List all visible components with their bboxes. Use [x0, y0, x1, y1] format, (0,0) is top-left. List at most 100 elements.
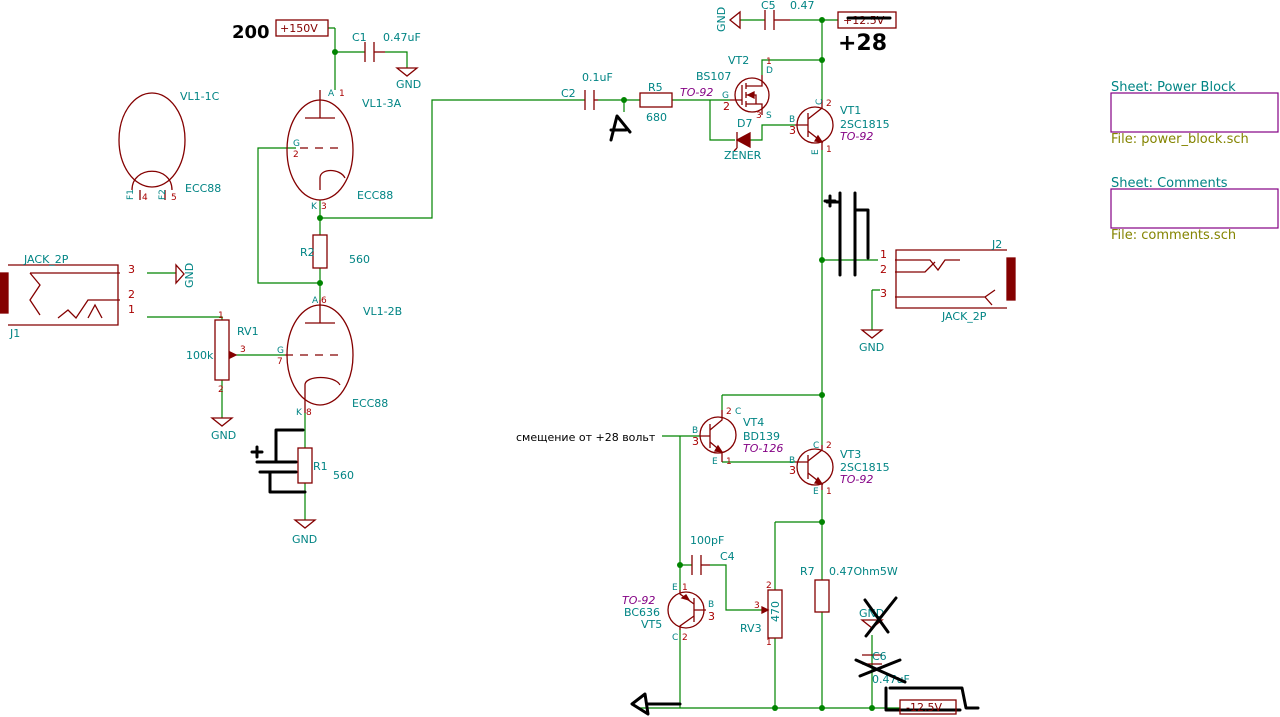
r5-value: 680	[646, 111, 667, 124]
d7-value: ZENER	[724, 149, 762, 162]
zener-d7[interactable]: D7 ZENER	[724, 117, 762, 162]
rv1-pin2: 2	[218, 385, 224, 395]
potentiometer-rv1[interactable]: RV1 100k 1 2 3	[186, 311, 259, 395]
vt5-package: TO-92	[622, 594, 655, 607]
vt1-value: 2SC1815	[840, 118, 890, 131]
capacitor-c5[interactable]: C5 0.47	[761, 0, 815, 30]
c4-ref: C4	[720, 550, 735, 563]
vl1-2b-pin6: 6	[321, 296, 327, 306]
rv1-pin3: 3	[240, 345, 246, 355]
c5-value: 0.47	[790, 0, 815, 12]
c1-ref: C1	[352, 31, 367, 44]
capacitor-c2[interactable]: C2 0.1uF	[561, 71, 613, 110]
r1-gnd-label: GND	[292, 533, 317, 546]
rv1-gnd-label: GND	[211, 429, 236, 442]
vl1-3a-tube[interactable]: VL1-3A ECC88 A 1 G 2 K 3	[286, 89, 402, 212]
transistor-vt5[interactable]: TO-92 BC636 VT5 B 3 E 1 C 2	[622, 583, 715, 643]
c4-value: 100pF	[690, 534, 724, 547]
resistor-r5[interactable]: R5 680	[639, 81, 673, 124]
vl1-2b-value: ECC88	[352, 397, 388, 410]
vl1-1c-pin4: 4	[142, 193, 148, 203]
vt4-b-pin: B	[692, 426, 698, 436]
vl1-2b-ref: VL1-2B	[363, 305, 402, 318]
vt1-b-pin: B	[789, 115, 795, 125]
handwritten-28: +28	[838, 31, 887, 56]
r1-value: 560	[333, 469, 354, 482]
vt1-pin2: 2	[826, 99, 832, 109]
vt5-ref: VT5	[641, 618, 662, 631]
j2-gnd-label: GND	[859, 341, 884, 354]
vt4-ref: VT4	[743, 416, 764, 429]
c6-value: 0.47uF	[872, 673, 910, 686]
rv3-ref: RV3	[740, 622, 762, 635]
transistor-vt3[interactable]: VT3 2SC1815 TO-92 B 3 C 2 E 1	[789, 441, 890, 497]
vt4-package: TO-126	[743, 442, 783, 455]
potentiometer-rv3[interactable]: RV3 470 2 1 3	[740, 581, 783, 648]
vt1-c-pin: C	[815, 99, 825, 105]
resistor-r1[interactable]: R1 560	[297, 447, 354, 484]
hand-drawn-capacitor	[250, 428, 307, 494]
power-flag-neg-12-5v[interactable]: -12.5V	[899, 699, 957, 715]
vl1-2b-pin8: 8	[306, 408, 312, 418]
c6-ref: C6	[872, 650, 887, 663]
resistor-r2[interactable]: R2 560	[300, 234, 370, 269]
j1-ref: J1	[9, 327, 20, 340]
vt4-value: BD139	[743, 430, 780, 443]
transistor-vt4[interactable]: VT4 BD139 TO-126 B 3 C 2 E 1	[692, 407, 783, 467]
rv3-value: 470	[769, 601, 782, 622]
jack-j2[interactable]: J2 JACK_2P 1 2 3	[880, 238, 1016, 323]
hand-drawn-coupling-cap	[823, 191, 870, 277]
sheet-power-block-file: File: power_block.sch	[1111, 132, 1249, 147]
vl1-3a-value: ECC88	[357, 189, 393, 202]
capacitor-c6[interactable]: C6 0.47uF	[862, 650, 910, 686]
gnd-symbol-j2: GND	[859, 329, 884, 354]
vl1-1c-tube[interactable]: VL1-1C ECC88 F1 F2 4 5	[118, 90, 221, 203]
j2-pin2: 2	[880, 263, 887, 276]
sheet-power-block-name: Sheet: Power Block	[1111, 80, 1236, 95]
resistor-r7[interactable]: R7 0.47Ohm5W	[800, 565, 898, 613]
jack-j1[interactable]: JACK_2P J1 3 2 1	[0, 253, 135, 340]
vt3-b-pin: B	[789, 456, 795, 466]
vl1-1c-f2: F2	[158, 189, 168, 200]
bias-note: смещение от +28 вольт	[516, 431, 656, 444]
r2-value: 560	[349, 253, 370, 266]
hand-drawn-a	[609, 114, 632, 142]
pwr-150v-label: +150V	[280, 22, 318, 35]
vl1-1c-pin5: 5	[171, 193, 177, 203]
sheet-power-block[interactable]: Sheet: Power Block File: power_block.sch	[1110, 80, 1279, 147]
c2-value: 0.1uF	[582, 71, 613, 84]
vl1-3a-ref: VL1-3A	[362, 97, 402, 110]
vt2-d-pin: D	[766, 66, 773, 76]
c5-gnd-label: GND	[715, 7, 728, 32]
vl1-1c-f1: F1	[126, 189, 136, 200]
vt2-value: BS107	[696, 70, 731, 83]
j2-value: JACK_2P	[941, 310, 987, 323]
mosfet-vt2[interactable]: VT2 BS107 TO-92 G 2 D 1 S 3	[680, 54, 773, 121]
gnd-symbol-c5: GND	[715, 7, 741, 32]
vl1-2b-pin7: 7	[277, 357, 283, 367]
r5-ref: R5	[648, 81, 663, 94]
gnd-symbol-rv1: GND	[210, 417, 236, 442]
c1-gnd-label: GND	[396, 78, 421, 91]
rv1-value: 100k	[186, 349, 214, 362]
j2-ref: J2	[991, 238, 1002, 251]
power-flag-12-5v[interactable]: +12.5V +28	[837, 11, 897, 56]
vt5-b-pin: B	[708, 600, 714, 610]
vl1-3a-a: A	[328, 89, 335, 99]
rv3-pin2: 2	[766, 581, 772, 591]
vt4-pin2: 2	[726, 407, 732, 417]
j2-pin1: 1	[880, 248, 887, 261]
j1-pin1: 1	[128, 303, 135, 316]
vt3-ref: VT3	[840, 448, 861, 461]
sheet-comments[interactable]: Sheet: Comments File: comments.sch	[1110, 176, 1279, 243]
power-flag-150v[interactable]: +150V 200	[232, 19, 329, 43]
vl1-2b-tube[interactable]: VL1-2B ECC88 A 6 G 7 K 8	[277, 296, 402, 418]
vt2-s-pin: S	[766, 111, 772, 121]
capacitor-c1[interactable]: C1 0.47uF	[352, 31, 421, 62]
r7-value: 0.47Ohm5W	[829, 565, 898, 578]
vl1-3a-pin3: 3	[321, 202, 327, 212]
capacitor-c4[interactable]: 100pF C4	[690, 534, 735, 575]
transistor-vt1[interactable]: VT1 2SC1815 TO-92 B 3 C 2 E 1	[789, 99, 890, 155]
pwr-12-5v-label: +12.5V	[843, 14, 885, 27]
